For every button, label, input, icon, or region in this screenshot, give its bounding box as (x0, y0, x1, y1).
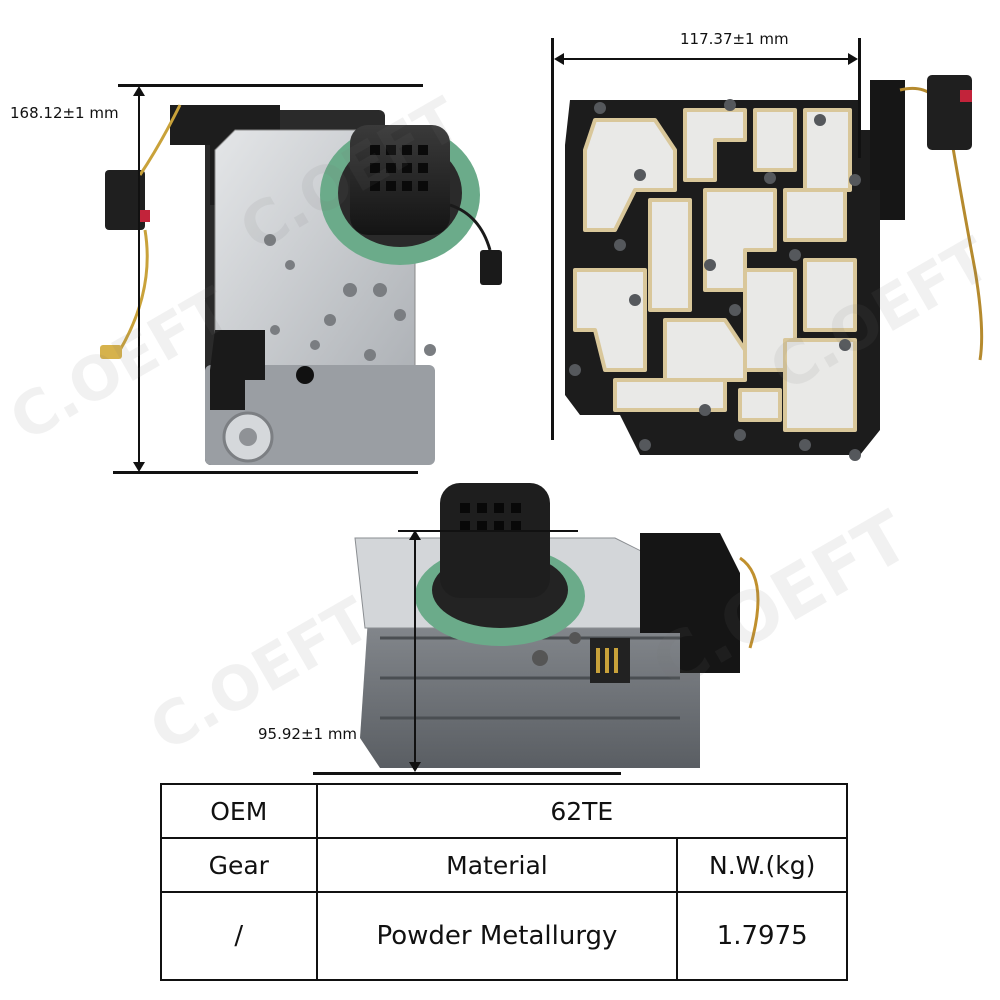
side-wires (739, 556, 760, 649)
depth-arrow-down (409, 762, 421, 772)
wire-terminal (100, 345, 122, 359)
side-connector (440, 483, 550, 598)
height-bottom-line (113, 471, 418, 474)
gasket-channels (573, 108, 857, 432)
width-left-line (551, 38, 554, 440)
plate-bolt-holes (569, 99, 861, 461)
height-top-line (118, 84, 423, 87)
width-right-line (858, 38, 861, 158)
height-arrow-up (133, 86, 145, 96)
spec-table: OEM 62TE Gear Material N.W.(kg) / Powder… (160, 783, 849, 981)
harness-wires (118, 104, 182, 351)
depth-bottom-line (313, 772, 621, 775)
oem-label: OEM (160, 783, 318, 839)
side-right-bracket (640, 533, 740, 673)
main-connector (350, 125, 450, 235)
front-view-photo (100, 104, 502, 465)
width-horizontal-line (556, 58, 856, 60)
side-plug (480, 250, 502, 285)
width-arrow-right (848, 53, 858, 65)
table-row-oem: OEM 62TE (160, 783, 849, 839)
depth-vertical-line (414, 535, 416, 770)
right-harness-plug (927, 75, 972, 150)
plate-holes (264, 234, 436, 361)
connector-pins (370, 145, 428, 191)
lower-bracket (210, 330, 265, 410)
table-row-header: Gear Material N.W.(kg) (160, 837, 848, 893)
width-dimension-label: 117.37±1 mm (680, 30, 789, 48)
right-bracket (870, 80, 905, 220)
depth-dimension-label: 95.92±1 mm (258, 725, 358, 743)
depth-arrow-up (409, 530, 421, 540)
material-value: Powder Metallurgy (315, 891, 679, 981)
height-dimension-label: 168.12±1 mm (10, 104, 119, 122)
width-arrow-left (554, 53, 564, 65)
weight-value: 1.7975 (676, 891, 848, 981)
height-vertical-line (138, 90, 140, 468)
gasket-view-photo (565, 75, 984, 461)
height-arrow-down (133, 462, 145, 472)
material-header: Material (315, 837, 679, 893)
gear-header: Gear (160, 837, 318, 893)
table-row-values: / Powder Metallurgy 1.7975 (160, 891, 848, 981)
depth-top-line (398, 530, 578, 532)
harness-plug (105, 170, 145, 230)
side-view-photo (354, 483, 760, 768)
gear-value: / (160, 891, 318, 981)
weight-header: N.W.(kg) (676, 837, 848, 893)
oem-value: 62TE (315, 783, 849, 839)
